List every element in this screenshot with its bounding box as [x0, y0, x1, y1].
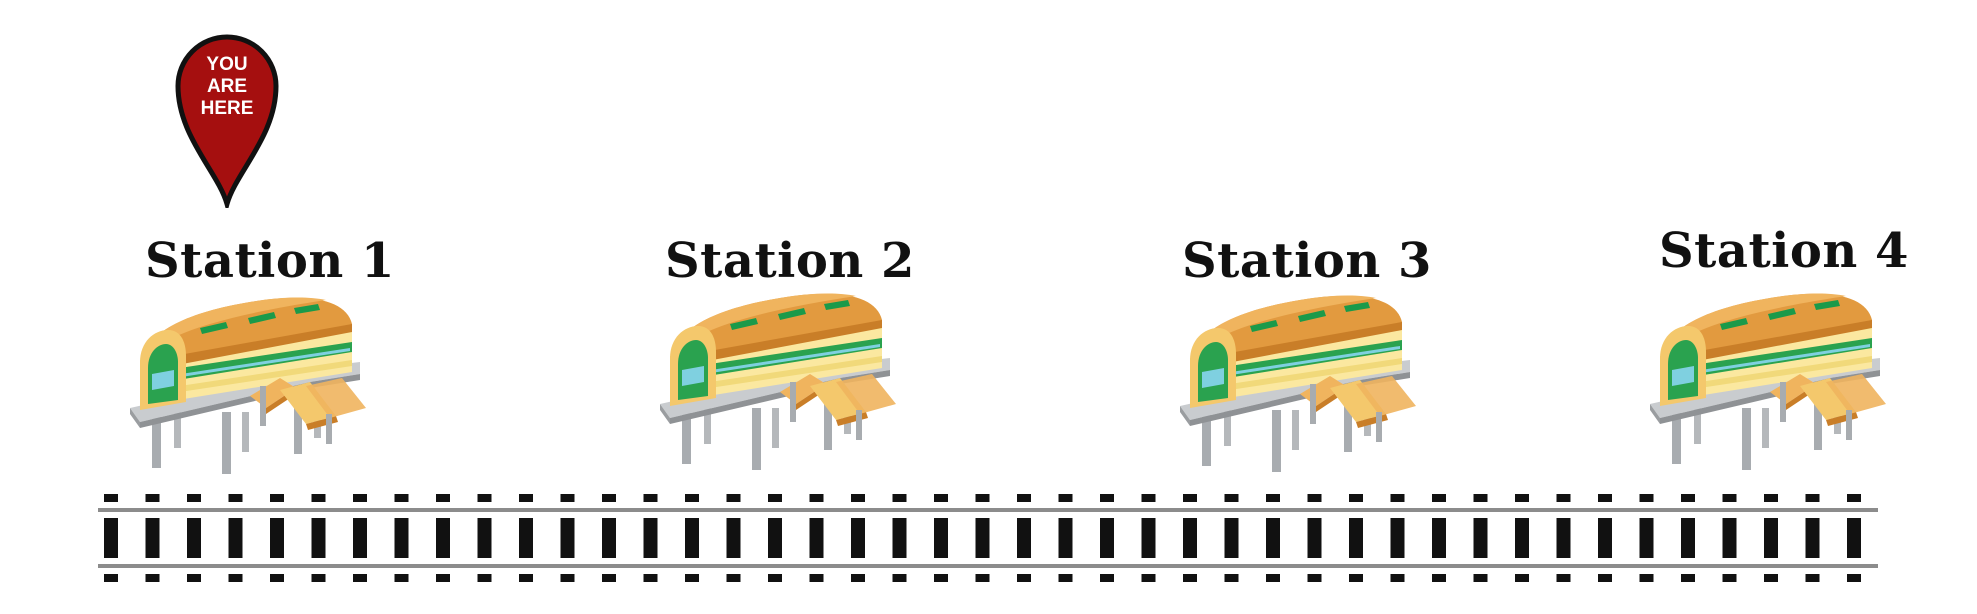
track-tie	[726, 494, 741, 582]
track-tie	[892, 494, 907, 582]
track-tie	[1266, 494, 1280, 582]
track-tie	[851, 494, 865, 582]
track-tie	[1349, 494, 1363, 582]
track-tie	[1847, 494, 1861, 582]
track-tie	[934, 494, 948, 582]
station-4-building	[1650, 286, 1886, 476]
track-tie	[1515, 494, 1529, 582]
track-tie	[1017, 494, 1031, 582]
rail-bottom	[98, 564, 1878, 568]
you-are-here-pin: YOU ARE HERE	[174, 32, 280, 208]
station-2-label: Station 2	[665, 233, 915, 289]
station-1-label: Station 1	[145, 233, 395, 289]
track-tie	[104, 494, 118, 582]
track-tie	[436, 494, 450, 582]
track-tie	[809, 494, 824, 582]
station-2-building	[660, 286, 896, 476]
track-tie	[228, 494, 243, 582]
track-tie	[187, 494, 201, 582]
track-tie	[394, 494, 409, 582]
track-tie	[1432, 494, 1446, 582]
track-tie	[1224, 494, 1239, 582]
track-tie	[1764, 494, 1778, 582]
track-tie	[145, 494, 160, 582]
pin-text-you: YOU	[206, 54, 247, 75]
track-tie	[1100, 494, 1114, 582]
track-tie	[1805, 494, 1820, 582]
track-tie	[1390, 494, 1405, 582]
track-tie	[1307, 494, 1322, 582]
track-tie	[1473, 494, 1488, 582]
rail-top	[98, 508, 1878, 512]
pin-text-are: ARE	[207, 76, 247, 97]
station-4-label: Station 4	[1659, 223, 1909, 279]
pin-text-here: HERE	[201, 98, 254, 119]
track-tie	[602, 494, 616, 582]
track-tie	[1639, 494, 1654, 582]
track-tie	[353, 494, 367, 582]
track-tie	[1183, 494, 1197, 582]
track-tie	[768, 494, 782, 582]
track-tie	[1598, 494, 1612, 582]
track-tie	[1141, 494, 1156, 582]
track-tie	[1556, 494, 1571, 582]
track-tie	[519, 494, 533, 582]
track-tie	[270, 494, 284, 582]
station-1-building	[130, 290, 366, 480]
station-3-building	[1180, 288, 1416, 478]
track-tie	[975, 494, 990, 582]
railway-track	[98, 494, 1878, 582]
track-tie	[1681, 494, 1695, 582]
track-tie	[685, 494, 699, 582]
track-tie	[1058, 494, 1073, 582]
track-tie	[1722, 494, 1737, 582]
track-tie	[311, 494, 326, 582]
track-tie	[560, 494, 575, 582]
track-tie	[643, 494, 658, 582]
station-3-label: Station 3	[1182, 233, 1432, 289]
track-tie	[477, 494, 492, 582]
